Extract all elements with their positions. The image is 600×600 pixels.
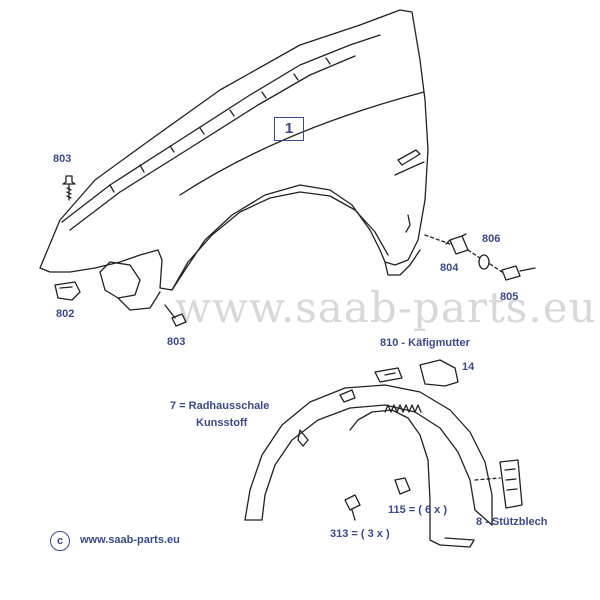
support-plate-leader xyxy=(475,478,500,480)
label-805: 805 xyxy=(500,291,518,303)
label-802: 802 xyxy=(56,308,74,320)
label-8: 8 - Stützblech xyxy=(476,516,548,528)
label-803-bottom: 803 xyxy=(167,336,185,348)
label-14: 14 xyxy=(462,361,474,373)
screw-313 xyxy=(345,495,360,520)
side-marker xyxy=(398,150,420,165)
fender-character-line xyxy=(180,92,424,195)
liner-tab xyxy=(340,390,355,402)
label-810: 810 - Käfigmutter xyxy=(380,337,470,349)
lower-bracket-2 xyxy=(118,292,160,310)
fender-outline xyxy=(40,10,428,290)
wheel-liner-flap xyxy=(430,538,474,547)
label-7-line2: Kunsstoff xyxy=(196,417,247,429)
clip-115 xyxy=(395,478,410,494)
label-7-line1: 7 = Radhausschale xyxy=(170,400,269,412)
label-313: 313 = ( 3 x ) xyxy=(330,528,390,540)
fender-top-flange-2 xyxy=(70,56,355,230)
lower-bracket xyxy=(100,262,140,298)
wheel-liner-inner-arch xyxy=(350,410,430,540)
screw-803-bottom xyxy=(165,305,186,326)
label-806: 806 xyxy=(482,233,500,245)
clip-802 xyxy=(55,282,80,300)
callout-main: 1 xyxy=(274,117,304,141)
label-115: 115 = ( 6 x ) xyxy=(388,504,447,516)
liner-fastener xyxy=(298,430,308,446)
wheel-liner-inner xyxy=(262,405,475,520)
label-803-top: 803 xyxy=(53,153,71,165)
fender-crease xyxy=(395,162,424,175)
support-plate-8 xyxy=(500,460,522,508)
part-14 xyxy=(420,360,458,386)
copyright-text: www.saab-parts.eu xyxy=(80,534,180,546)
label-804: 804 xyxy=(440,262,458,274)
screw-803-top xyxy=(63,176,75,200)
copyright-icon: c xyxy=(50,531,70,551)
rear-flange-detail xyxy=(406,215,410,232)
cage-nut-810 xyxy=(375,368,402,382)
washer-806 xyxy=(479,255,489,269)
screw-805 xyxy=(502,266,535,280)
wheel-liner-rim xyxy=(245,510,492,525)
